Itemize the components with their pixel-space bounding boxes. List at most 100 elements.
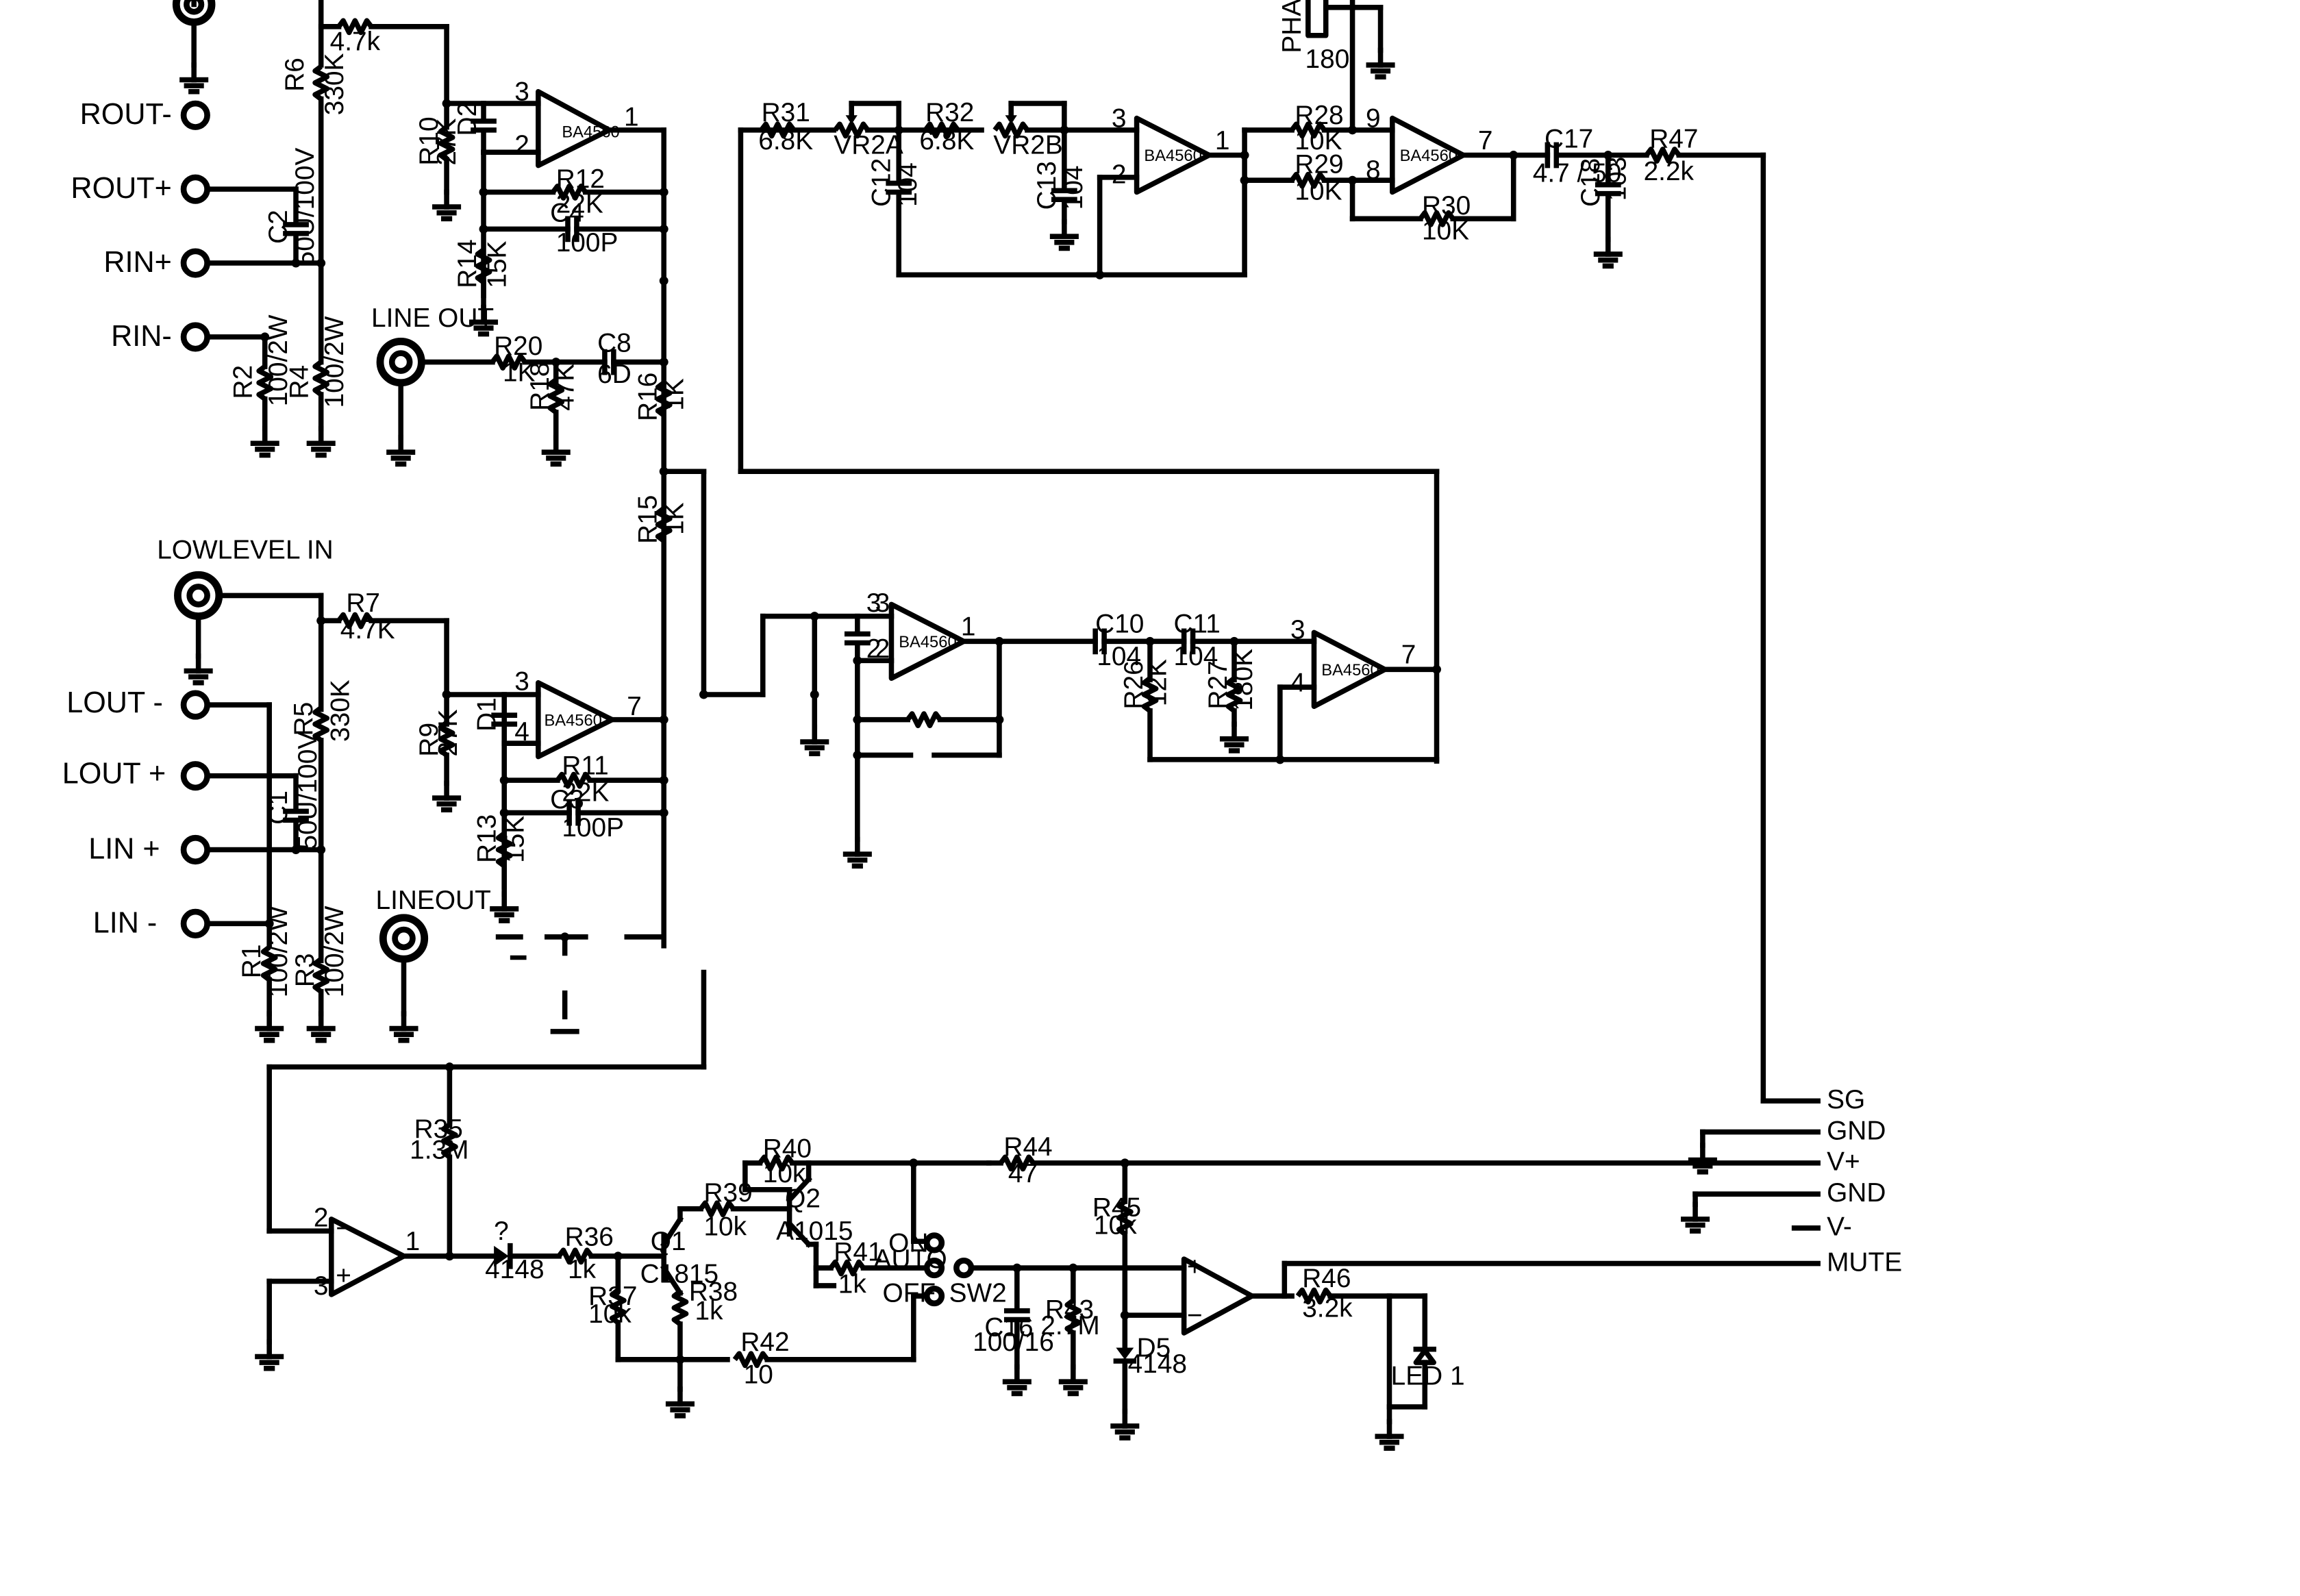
r10-ref: R10	[414, 116, 444, 165]
c2-ref: C2	[264, 210, 293, 244]
c13-value: 104	[1059, 166, 1088, 210]
op1-pin2: 2	[514, 130, 529, 160]
r28-ref: R28	[1295, 101, 1343, 130]
op2-pin3: 3	[514, 667, 529, 697]
r45-value: 10k	[1094, 1210, 1137, 1240]
resistor-r38	[674, 1292, 686, 1324]
lout-plus-label: LOUT +	[62, 757, 166, 790]
connector-vplus: V+	[1827, 1147, 1860, 1177]
c18-ref: C18	[1576, 158, 1605, 207]
sw2-auto-contact[interactable]	[923, 1257, 945, 1279]
lin-plus-label: LIN +	[88, 832, 160, 865]
c10-value: 104	[1097, 642, 1141, 671]
sw2-on-contact[interactable]	[923, 1232, 945, 1254]
r3-value: 100/2W	[320, 906, 349, 997]
c2-value: 50U/100V	[290, 148, 320, 266]
d2-ref: D2	[453, 102, 482, 136]
r16-value: 1K	[660, 378, 689, 411]
opamp-u2a	[1134, 115, 1212, 195]
rin-minus-label: RIN-	[111, 320, 172, 353]
connector-sg: SG	[1827, 1085, 1865, 1114]
right-input-section: 4.7k R6 330K ROUT- ROUT+ C2 50U/100V RIN…	[71, 0, 707, 949]
sw2-name: SW2	[949, 1279, 1007, 1308]
r26-ref: R26	[1119, 660, 1149, 709]
r7-value: 4.7K	[340, 615, 395, 645]
diode-d5	[1116, 1347, 1134, 1360]
r5-ref: R5	[289, 702, 318, 736]
op4-label: BA4560	[1400, 147, 1458, 165]
connector-mute: MUTE	[1827, 1247, 1902, 1277]
lineout-label: LINEOUT	[376, 886, 491, 915]
op2-label: BA4560	[544, 712, 601, 730]
op5-label: BA4560	[899, 634, 956, 651]
c8-ref: C8	[597, 328, 632, 358]
r5-value: 330K	[326, 679, 355, 742]
c16-ref: C16	[984, 1312, 1033, 1342]
r30-value: 10K	[1422, 216, 1469, 246]
power-connector: SG GND V+ GND V- MUTE	[1684, 1085, 1902, 1277]
rout-minus-terminal[interactable]	[180, 100, 210, 130]
r41-value: 1k	[838, 1270, 867, 1299]
r-top-value: 4.7k	[330, 27, 381, 56]
r37-value: 10k	[588, 1299, 632, 1329]
lin-minus-label: LIN -	[93, 906, 157, 939]
op8-minus: −	[1187, 1301, 1203, 1330]
r20-ref: R20	[494, 332, 542, 361]
comparator-u4b	[1181, 1256, 1255, 1336]
op4-pin7: 7	[1478, 126, 1493, 155]
r32-ref: R32	[925, 98, 974, 127]
resistor-feedback	[908, 714, 940, 725]
r29-ref: R29	[1295, 149, 1343, 179]
lin-plus-terminal[interactable]	[180, 834, 210, 865]
op3-label: BA4560	[1144, 147, 1201, 165]
lin-minus-terminal[interactable]	[180, 908, 210, 938]
vr2a-ref: VR2A	[834, 130, 903, 160]
r38-value: 1k	[695, 1297, 724, 1326]
c1-ref: C1	[264, 790, 293, 825]
dq-ref: ?	[494, 1217, 509, 1246]
r4-ref: R4	[284, 365, 314, 399]
c3-ref: C3	[550, 785, 584, 814]
op5-pin2b: 2	[875, 634, 890, 664]
phase-filter-section: R31 6.8K VR2A R32 6.8K VR2B C12 104 C13 …	[738, 0, 1821, 1104]
r42-ref: R42	[740, 1327, 789, 1357]
r27-ref: R27	[1203, 660, 1233, 709]
c12-ref: C12	[866, 158, 896, 207]
rout-minus-label: ROUT-	[80, 98, 172, 131]
c8-value: 6D	[597, 360, 632, 389]
c12-value: 104	[893, 162, 923, 207]
q1-value: C1815	[640, 1260, 718, 1289]
r47-value: 2.2k	[1644, 157, 1695, 186]
lout-minus-terminal[interactable]	[180, 690, 210, 720]
c3-value: 100P	[562, 813, 624, 843]
sw2-off-label: OFF	[883, 1279, 936, 1308]
r40-ref: R40	[763, 1134, 812, 1163]
op4-pin8: 8	[1366, 155, 1381, 185]
rin-plus-terminal[interactable]	[180, 248, 210, 278]
r2-ref: R2	[228, 365, 258, 399]
r6-ref: R6	[280, 58, 310, 92]
sw2-on-label: ON	[888, 1228, 928, 1258]
r39-value: 10k	[703, 1212, 747, 1242]
rout-plus-terminal[interactable]	[180, 174, 210, 204]
r1-ref: R1	[237, 945, 266, 979]
opamp-u1a	[536, 88, 612, 169]
op1-pin1: 1	[624, 102, 639, 132]
phase-switch[interactable]	[1305, 0, 1329, 38]
op1-label: BA4560	[562, 124, 619, 142]
op6-pin3: 3	[1290, 615, 1305, 645]
rin-minus-terminal[interactable]	[180, 322, 210, 352]
lout-plus-terminal[interactable]	[180, 761, 210, 791]
r14-ref: R14	[453, 239, 482, 288]
rin-plus-label: RIN+	[103, 246, 171, 279]
r28-value: 10K	[1295, 126, 1342, 155]
d5-ref: D5	[1137, 1333, 1171, 1362]
op6-label: BA4560	[1321, 662, 1379, 679]
c11-value: 104	[1174, 642, 1218, 671]
r10-value: 27K	[432, 118, 462, 165]
diode-4148	[494, 1245, 509, 1267]
op5-pin2a: 2	[866, 634, 882, 664]
op6-pin7: 7	[1401, 640, 1416, 670]
r35-ref: R35	[414, 1114, 463, 1144]
r38-ref: R38	[689, 1277, 738, 1307]
